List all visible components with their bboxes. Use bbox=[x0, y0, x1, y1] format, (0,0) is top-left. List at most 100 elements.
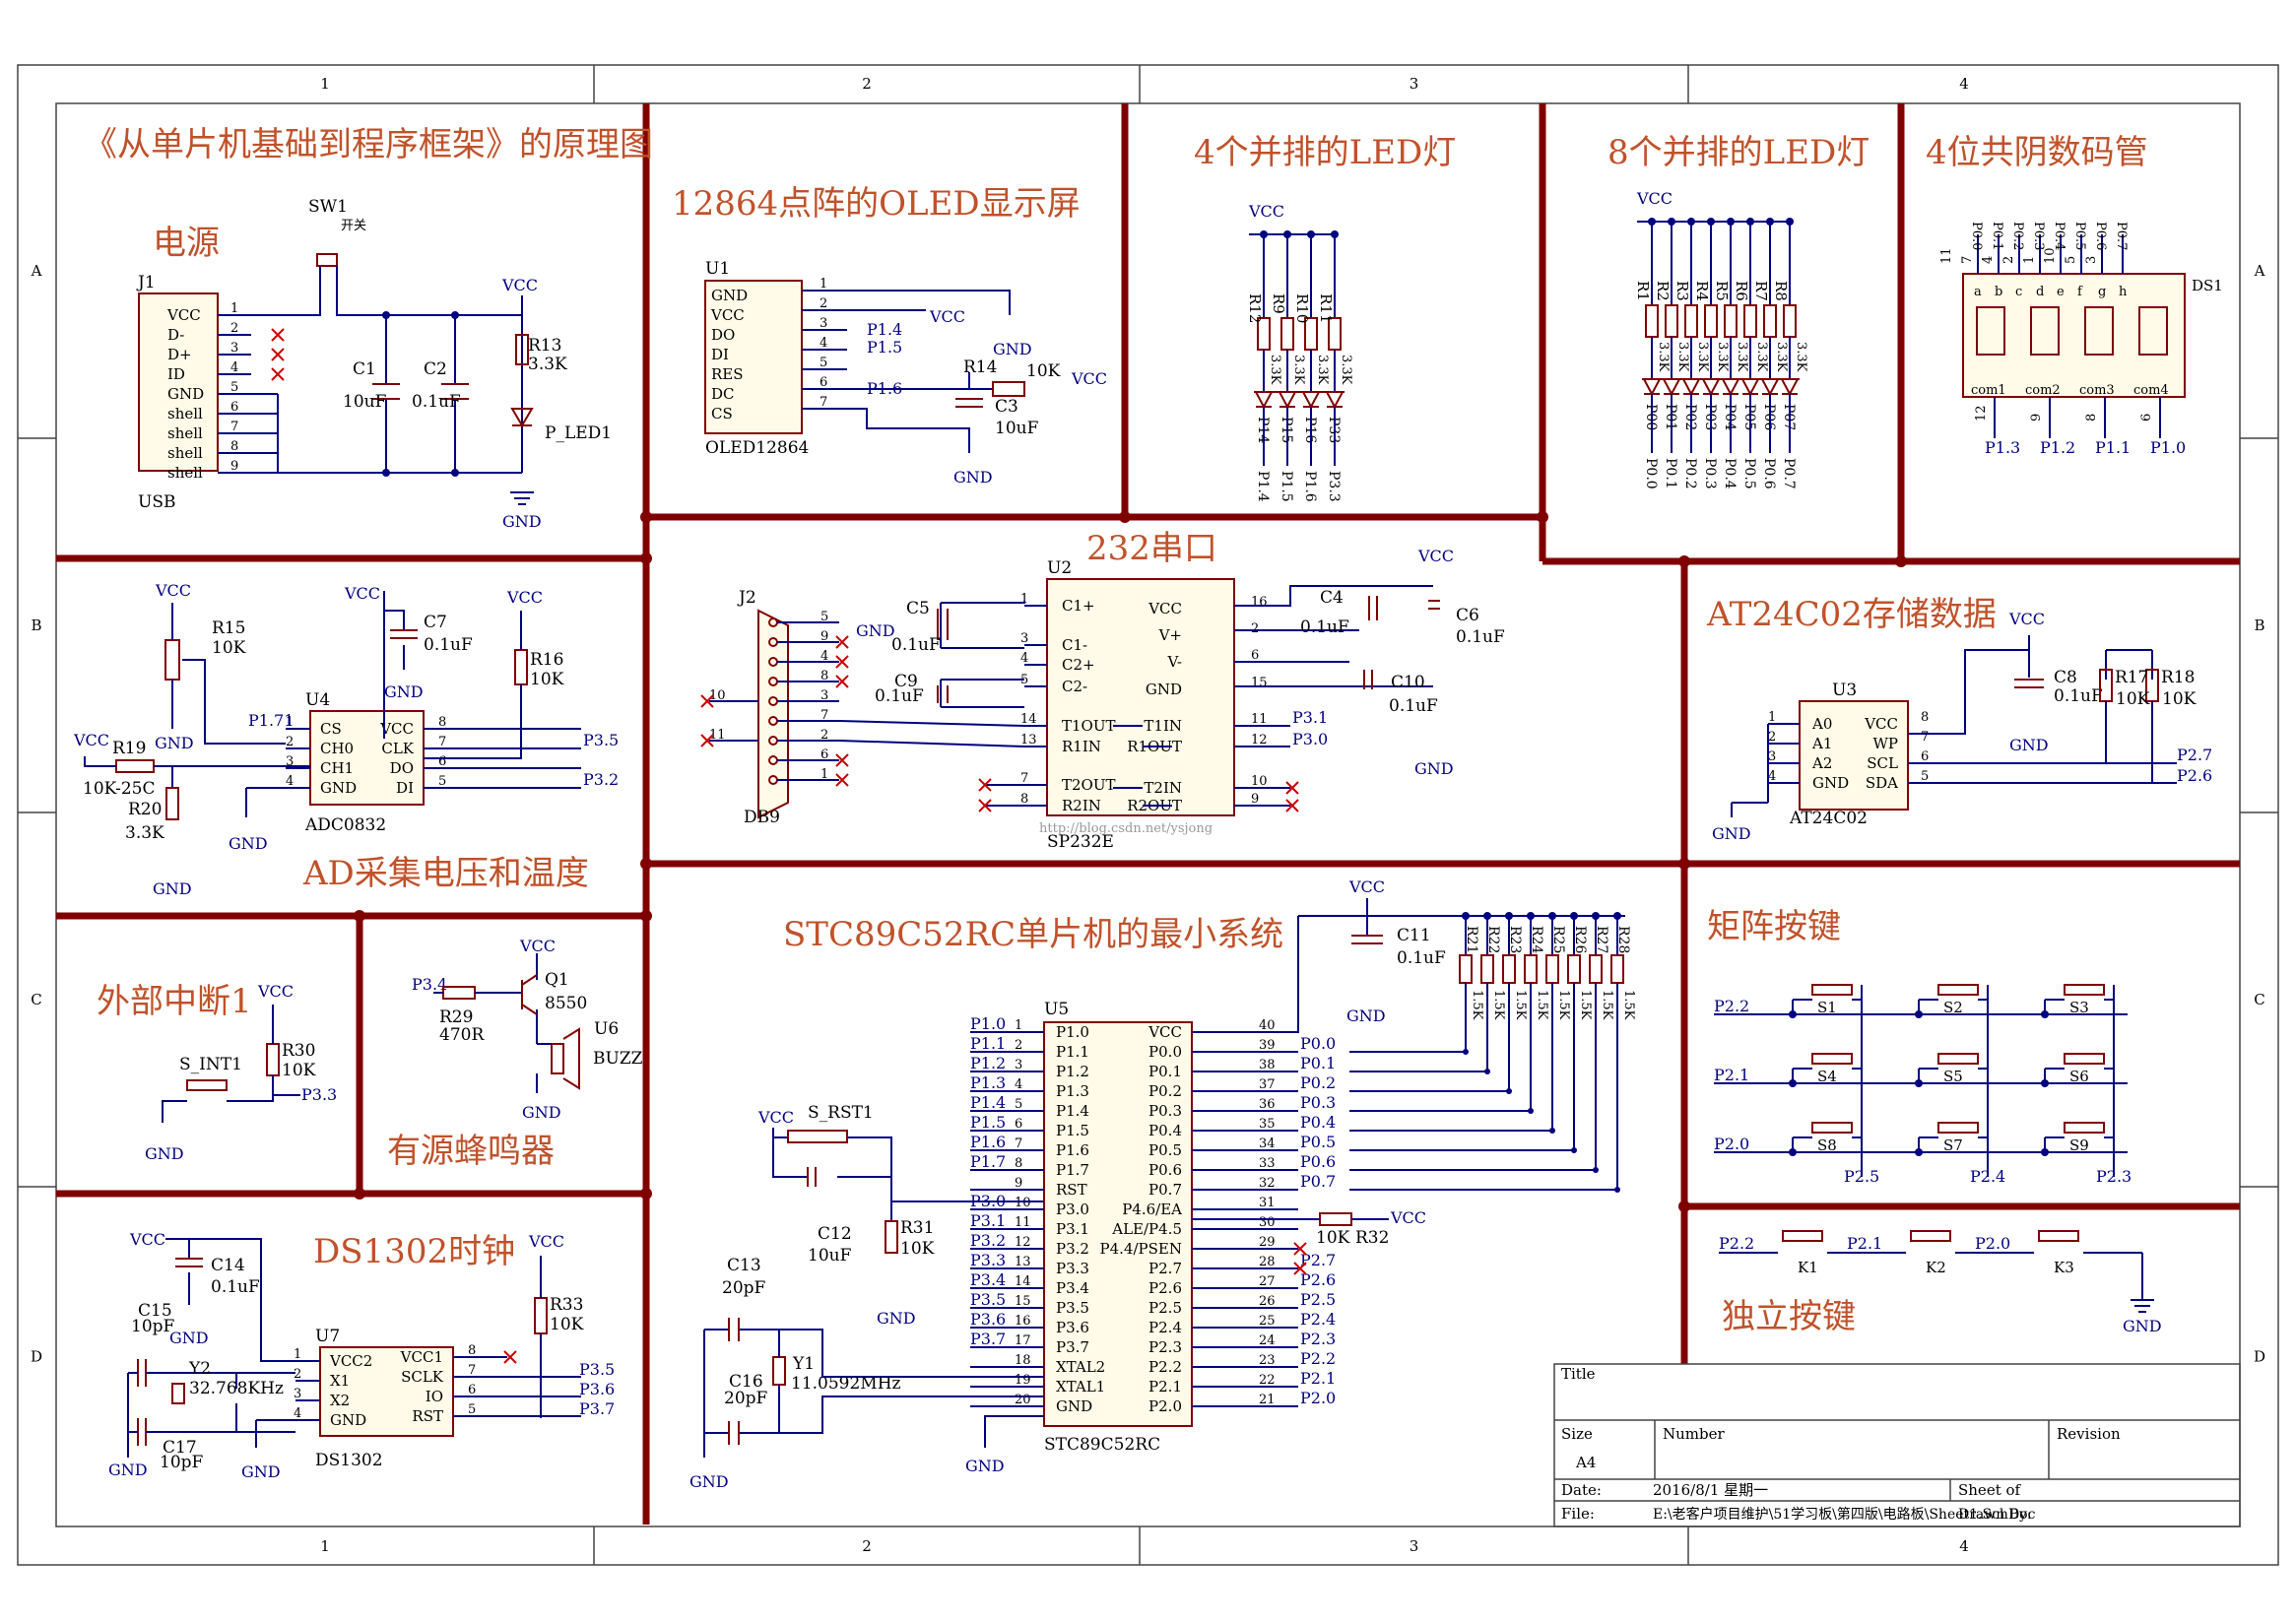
no-connect-mark bbox=[1293, 1262, 1307, 1275]
mcu-right-pin: P0.5 bbox=[1148, 1141, 1182, 1159]
svg-text:GND: GND bbox=[993, 340, 1032, 358]
key-net: P2.0 bbox=[1975, 1234, 2010, 1253]
seg-letter: e bbox=[2057, 285, 2065, 299]
db9-pin-number: 8 bbox=[820, 669, 828, 683]
mcu-left-pin: P3.7 bbox=[1056, 1338, 1089, 1356]
matrix-switch-icon bbox=[2064, 1122, 2105, 1134]
sp232-left-number: 4 bbox=[1020, 651, 1028, 666]
net-label: P1.4 bbox=[867, 320, 902, 339]
svg-text:C3: C3 bbox=[995, 397, 1018, 417]
mcu-right-number: 35 bbox=[1259, 1117, 1276, 1132]
mcu-right-number: 31 bbox=[1259, 1196, 1276, 1210]
resistor-icon bbox=[1280, 317, 1294, 351]
rpack-value: 1.5K bbox=[1621, 990, 1636, 1020]
mcu-right-number: 24 bbox=[1259, 1333, 1276, 1348]
seg-letter: g bbox=[2098, 285, 2106, 299]
ds1302-left-number: 3 bbox=[294, 1387, 301, 1401]
mcu-right-number: 36 bbox=[1259, 1097, 1276, 1112]
svg-text:U5: U5 bbox=[1044, 1000, 1069, 1019]
svg-text:0.1uF: 0.1uF bbox=[424, 635, 473, 655]
j1-pin-number: 2 bbox=[230, 321, 238, 336]
matrix-switch-label: S2 bbox=[1943, 999, 1963, 1016]
mcu-right-number: 40 bbox=[1259, 1018, 1276, 1033]
svg-text:8550: 8550 bbox=[545, 994, 587, 1013]
sp232-left-number: 14 bbox=[1020, 712, 1037, 727]
key-switch-icon bbox=[1782, 1230, 1823, 1242]
j1-pin-name: shell bbox=[167, 444, 203, 462]
mcu-right-number: 23 bbox=[1259, 1353, 1276, 1368]
led-icon bbox=[1701, 378, 1721, 397]
svg-text:GND: GND bbox=[145, 1144, 184, 1163]
svg-text:10K: 10K bbox=[212, 638, 246, 658]
mcu-left-net: P1.2 bbox=[970, 1054, 1006, 1072]
sp232-left-pin: R1IN bbox=[1062, 738, 1101, 755]
svg-text:GND: GND bbox=[2009, 736, 2049, 754]
rpack-label: R25 bbox=[1550, 926, 1566, 953]
pullup-resistor-icon bbox=[1502, 954, 1516, 984]
mcu-right-net: P0.5 bbox=[1300, 1133, 1336, 1151]
led8-circuit: VCCR13.3KP00P0.0R23.3KP01P0.1R33.3KP02P0… bbox=[1634, 189, 1808, 489]
mcu-left-net: P3.7 bbox=[970, 1330, 1006, 1348]
tb-revision: Revision bbox=[2057, 1425, 2121, 1443]
svg-text:GND: GND bbox=[1346, 1006, 1386, 1025]
mcu-left-number: 17 bbox=[1015, 1333, 1031, 1348]
resistor-value: 3.3K bbox=[1315, 355, 1330, 385]
svg-text:GND: GND bbox=[384, 682, 424, 701]
mcu-right-pin: P2.7 bbox=[1148, 1260, 1182, 1277]
resistor-icon bbox=[1783, 304, 1797, 338]
tb-file-value: E:\老客户项目维护\51学习板\第四版\电路板\Sheet1.SchDoc bbox=[1653, 1506, 2036, 1523]
svg-text:S_INT1: S_INT1 bbox=[179, 1055, 242, 1074]
mcu-right-pin: P0.6 bbox=[1148, 1161, 1182, 1179]
key-net: P2.2 bbox=[1719, 1234, 1754, 1253]
mcu-left-number: 6 bbox=[1015, 1117, 1022, 1132]
seg-bottom-net: P1.2 bbox=[2040, 438, 2075, 457]
svg-text:GND: GND bbox=[169, 1329, 209, 1347]
adc-left-pin: CS bbox=[320, 720, 342, 738]
seg-letter: a bbox=[1974, 285, 1982, 299]
mcu-right-number: 32 bbox=[1259, 1176, 1276, 1191]
j1-pin-number: 4 bbox=[230, 360, 238, 375]
rpack-value: 1.5K bbox=[1535, 990, 1549, 1020]
seg-com-label: com4 bbox=[2133, 383, 2169, 398]
mcu-left-pin: P1.7 bbox=[1056, 1161, 1089, 1179]
svg-text:VCC: VCC bbox=[528, 1232, 564, 1251]
oled-pin-name: RES bbox=[711, 365, 744, 383]
stc89c52rc-chip bbox=[1043, 1021, 1193, 1427]
tb-date-value: 2016/8/1 星期一 bbox=[1653, 1481, 1768, 1499]
db9-pin-number: 5 bbox=[820, 610, 828, 624]
svg-text:C1: C1 bbox=[353, 359, 376, 379]
db9-pin-number: 3 bbox=[820, 688, 828, 703]
svg-text:P_LED1: P_LED1 bbox=[545, 423, 612, 443]
led-icon bbox=[1278, 391, 1297, 410]
led4-circuit: VCCR123.3KP14P1.4R93.3KP15P1.5R103.3KP16… bbox=[1246, 202, 1353, 502]
db9-pin-number: 4 bbox=[820, 649, 828, 664]
oled-pin-number: 2 bbox=[820, 296, 827, 311]
adc-left-number: 1 bbox=[286, 715, 294, 730]
mcu-left-pin: P3.1 bbox=[1056, 1220, 1089, 1238]
mcu-right-pin: P0.3 bbox=[1148, 1102, 1182, 1120]
svg-text:3.3K: 3.3K bbox=[528, 355, 567, 374]
no-connect-mark bbox=[835, 773, 849, 787]
led-icon bbox=[1760, 378, 1780, 397]
eeprom-right-pin: VCC bbox=[1864, 715, 1898, 733]
no-connect-mark bbox=[835, 675, 849, 688]
tb-date: Date: bbox=[1561, 1481, 1602, 1499]
mcu-right-number: 28 bbox=[1259, 1255, 1276, 1269]
power-title: 电源 bbox=[153, 224, 220, 263]
matrix-col-net: P2.5 bbox=[1844, 1167, 1879, 1186]
j1-pin-name: shell bbox=[167, 424, 203, 442]
no-connect-mark bbox=[271, 367, 285, 381]
eeprom-left-number: 3 bbox=[1768, 749, 1776, 764]
seg-top-net: P0.6 bbox=[2093, 222, 2108, 250]
j1-pin-name: shell bbox=[167, 464, 203, 482]
zone-col-label: 1 bbox=[320, 1537, 330, 1555]
svg-text:10uF: 10uF bbox=[995, 419, 1039, 438]
adc0832-chip bbox=[309, 710, 425, 806]
svg-text:R30: R30 bbox=[282, 1041, 315, 1061]
resistor-icon bbox=[1763, 304, 1777, 338]
mcu-left-pin: XTAL2 bbox=[1056, 1358, 1105, 1376]
svg-text:10K: 10K bbox=[282, 1061, 316, 1080]
no-connect-mark bbox=[1285, 799, 1299, 812]
seg-top-number: 1 bbox=[2022, 256, 2037, 264]
matrix-switch-label: S9 bbox=[2069, 1136, 2089, 1154]
